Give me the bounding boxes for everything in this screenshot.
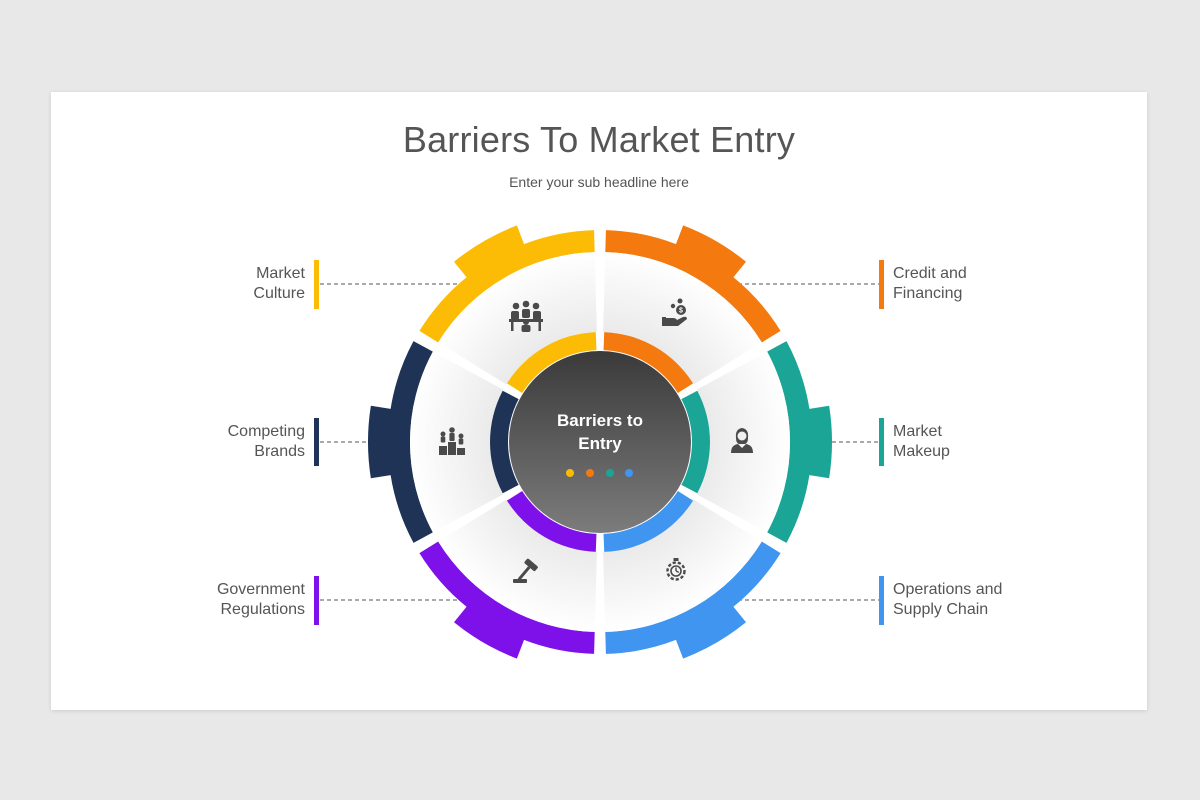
gavel-icon <box>513 558 538 583</box>
gear-clock-icon <box>666 558 686 581</box>
label-competing-brands-line2: Brands <box>254 443 305 460</box>
outer-ring-competing_brands <box>368 341 433 543</box>
outer-ring-market_makeup <box>767 341 832 543</box>
money-hand-icon: $ <box>662 298 687 326</box>
connector-lines <box>320 283 880 601</box>
label-market-culture-line1: Market <box>256 265 305 282</box>
page-title: Barriers To Market Entry <box>402 119 796 160</box>
dot-orange <box>586 469 594 477</box>
bar-operations-supply <box>879 576 884 625</box>
label-operations-supply: Operations and Supply Chain <box>893 580 1002 620</box>
label-market-culture: Market Culture <box>253 264 305 304</box>
inner-ring-government_regulations <box>506 491 597 552</box>
inner-panel-government_regulations <box>438 499 597 632</box>
inner-panel-competing_brands <box>410 351 504 533</box>
label-accent-bars <box>314 260 884 625</box>
label-market-makeup-line2: Makeup <box>893 443 950 460</box>
wheel-rings <box>368 225 832 659</box>
inner-ring-credit_financing <box>603 332 694 393</box>
dot-teal <box>606 469 614 477</box>
label-government-regulations-line1: Government <box>216 581 305 598</box>
label-competing-brands-line1: Competing <box>227 423 305 440</box>
inner-ring-market_culture <box>506 332 597 393</box>
bar-competing-brands <box>314 418 319 466</box>
person-icon <box>731 428 753 453</box>
label-credit-financing: Credit and Financing <box>893 264 967 304</box>
label-government-regulations: Government Regulations <box>217 580 305 620</box>
sub-headline: Enter your sub headline here <box>509 174 689 190</box>
center-circle <box>509 351 691 533</box>
label-competing-brands: Competing Brands <box>228 422 305 462</box>
label-market-makeup: Market Makeup <box>893 422 950 462</box>
inner-ring-operations_supply <box>603 491 694 552</box>
dot-yellow <box>566 469 574 477</box>
podium-icon <box>439 427 465 455</box>
inner-ring-market_makeup <box>681 390 710 494</box>
inner-ring-competing_brands <box>490 390 519 494</box>
bar-market-makeup <box>879 418 884 466</box>
outer-ring-market_culture <box>419 225 595 343</box>
bar-credit-financing <box>879 260 884 309</box>
center-title-line2: Entry <box>578 434 622 453</box>
center-title-line1: Barriers to <box>557 411 643 430</box>
label-credit-financing-line1: Credit and <box>893 265 967 282</box>
label-market-makeup-line1: Market <box>893 423 942 440</box>
bar-government-regulations <box>314 576 319 625</box>
dot-blue <box>625 469 633 477</box>
outer-ring-credit_financing <box>605 225 781 343</box>
label-government-regulations-line2: Regulations <box>220 601 306 618</box>
outer-ring-operations_supply <box>605 541 781 659</box>
label-market-culture-line2: Culture <box>253 285 305 302</box>
label-operations-supply-line2: Supply Chain <box>893 601 989 618</box>
bar-market-culture <box>314 260 319 309</box>
label-operations-supply-line1: Operations and <box>893 581 1003 598</box>
outer-ring-government_regulations <box>419 541 595 659</box>
meeting-icon <box>509 300 543 332</box>
svg-text:$: $ <box>679 308 683 315</box>
label-credit-financing-line2: Financing <box>893 285 963 302</box>
